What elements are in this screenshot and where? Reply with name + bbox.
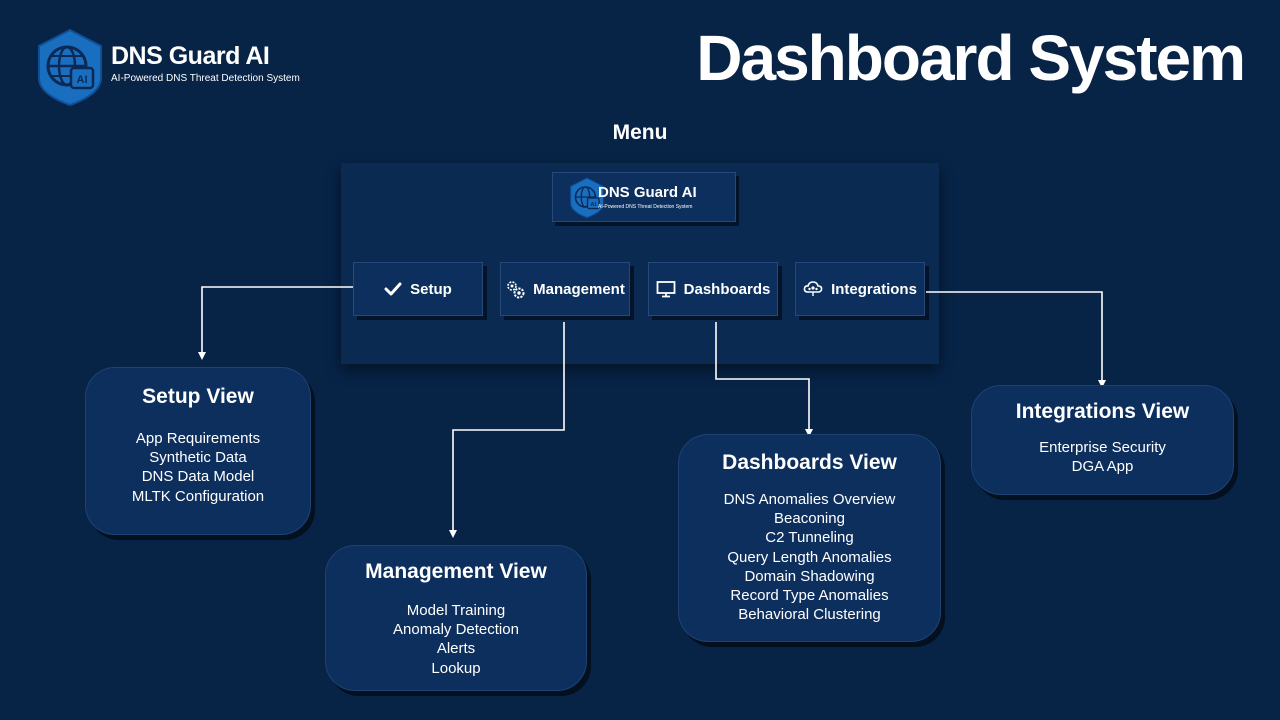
list-item: Anomaly Detection — [393, 621, 519, 639]
brand-name: DNS Guard AI — [111, 42, 270, 70]
list-item: Enterprise Security — [1039, 439, 1166, 456]
list-item: Record Type Anomalies — [730, 587, 889, 605]
integrations-button[interactable]: Integrations — [795, 262, 925, 316]
list-item: C2 Tunneling — [765, 529, 854, 547]
shield-globe-ai-icon: AI — [570, 177, 604, 218]
list-item: Query Length Anomalies — [727, 548, 892, 566]
list-item: DGA App — [1071, 458, 1134, 476]
brand-tagline: AI-Powered DNS Threat Detection System — [111, 73, 300, 84]
integrations-view-title: Integrations View — [1015, 400, 1190, 423]
setup-view-box: Setup View App Requirements Synthetic Da… — [85, 367, 311, 535]
svg-text:AI: AI — [590, 202, 596, 208]
dashboards-view-box: Dashboards View DNS Anomalies Overview B… — [678, 434, 941, 642]
dashboards-button-label: Dashboards — [683, 280, 771, 298]
cloud-network-icon — [803, 281, 823, 296]
list-item: Domain Shadowing — [744, 567, 875, 585]
dashboards-view-list: DNS Anomalies Overview Beaconing C2 Tunn… — [679, 490, 940, 624]
brand-logo: AI — [37, 28, 103, 107]
shield-globe-ai-icon: AI — [38, 28, 102, 107]
list-item: Behavioral Clustering — [738, 606, 881, 624]
management-button-label: Management — [533, 280, 625, 298]
menu-logo-tagline: AI-Powered DNS Threat Detection System — [598, 204, 693, 210]
management-view-list: Model Training Anomaly Detection Alerts … — [326, 601, 586, 678]
management-button[interactable]: Management — [500, 262, 630, 316]
svg-text:AI: AI — [77, 74, 88, 86]
integrations-view-list: Enterprise Security DGA App — [972, 438, 1233, 476]
page-title: Dashboard System — [696, 22, 1246, 94]
integrations-view-box: Integrations View Enterprise Security DG… — [971, 385, 1234, 495]
integrations-button-label: Integrations — [831, 280, 917, 298]
list-item: DNS Anomalies Overview — [723, 491, 896, 508]
list-item: Synthetic Data — [149, 449, 247, 467]
menu-logo: AI DNS Guard AI AI-Powered DNS Threat De… — [552, 172, 736, 222]
management-view-title: Management View — [365, 560, 547, 583]
management-view-box: Management View Model Training Anomaly D… — [325, 545, 587, 691]
monitor-icon — [656, 281, 676, 298]
menu-logo-name: DNS Guard AI — [598, 184, 697, 201]
list-item: Model Training — [406, 602, 506, 619]
setup-button-label: Setup — [410, 280, 452, 298]
dashboards-button[interactable]: Dashboards — [648, 262, 778, 316]
dashboards-view-title: Dashboards View — [722, 451, 897, 474]
list-item: App Requirements — [135, 430, 261, 447]
list-item: Lookup — [431, 659, 481, 677]
integrations-connector — [926, 291, 1106, 388]
list-item: DNS Data Model — [141, 468, 255, 486]
checkmark-icon — [384, 282, 402, 296]
menu-label: Menu — [612, 121, 668, 144]
list-item: MLTK Configuration — [131, 487, 265, 505]
gears-icon — [507, 281, 525, 299]
list-item: Beaconing — [774, 510, 845, 528]
list-item: Alerts — [436, 640, 476, 658]
setup-view-title: Setup View — [142, 385, 254, 408]
setup-connector — [198, 286, 353, 360]
setup-button[interactable]: Setup — [353, 262, 483, 316]
setup-view-list: App Requirements Synthetic Data DNS Data… — [86, 429, 310, 506]
